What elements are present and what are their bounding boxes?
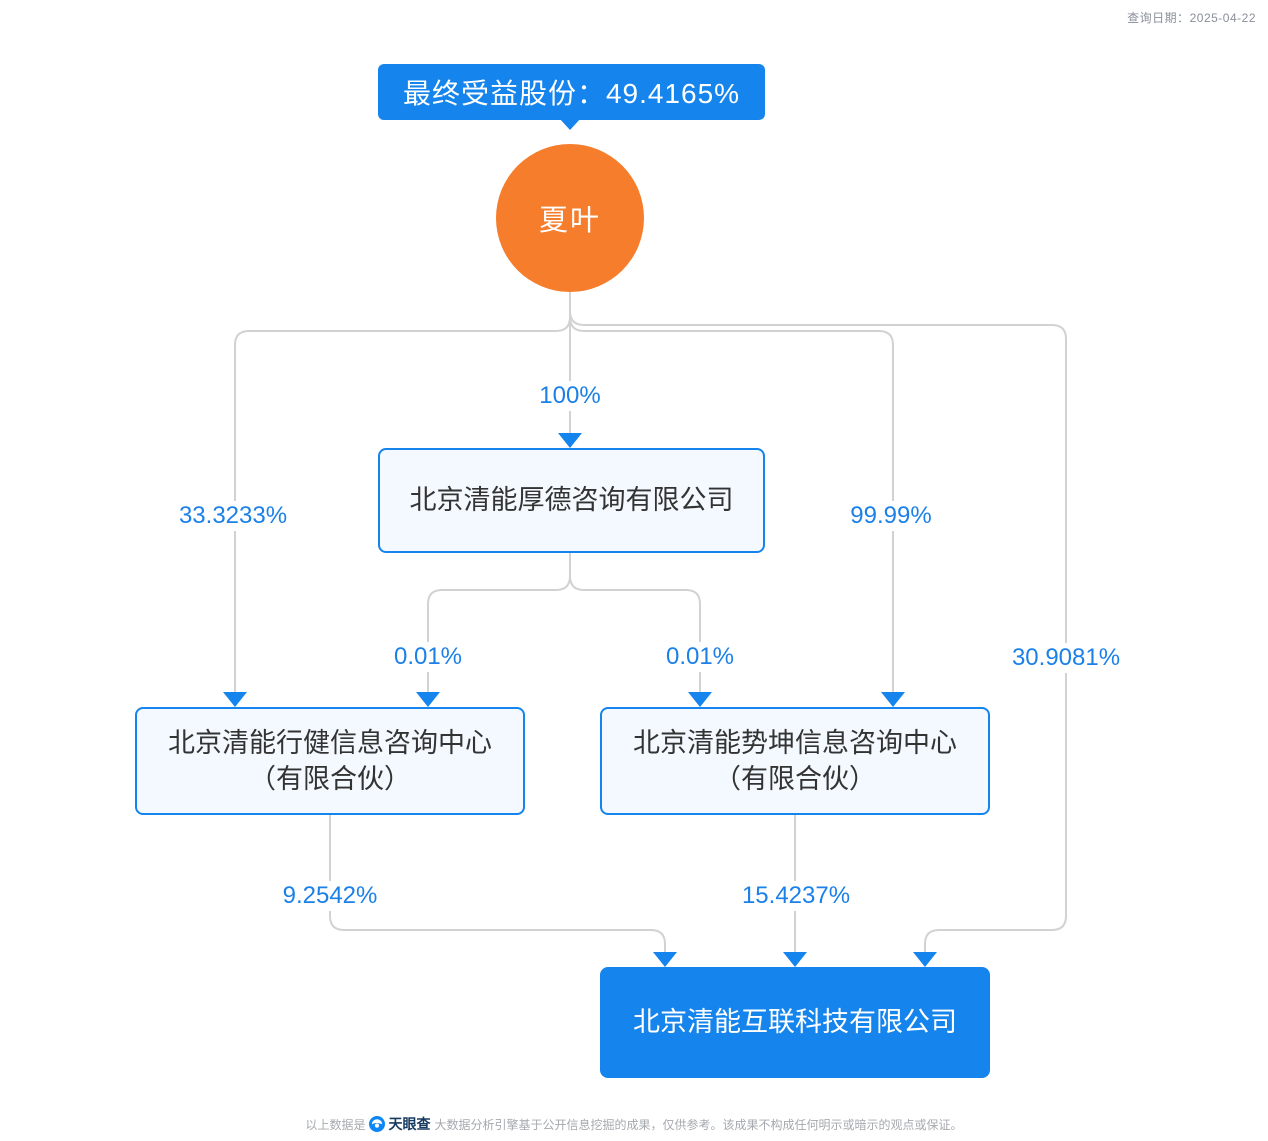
arrowhead-xingjian-1 bbox=[223, 692, 247, 707]
pct-xingjian-to-target: 9.2542% bbox=[277, 881, 383, 911]
node-label-line2: （有限合伙） bbox=[249, 764, 411, 794]
edge-person-to-xingjian bbox=[234, 316, 571, 693]
node-shikun-partnership[interactable]: 北京清能势坤信息咨询中心 （有限合伙） bbox=[600, 707, 990, 815]
edge-person-to-shikun bbox=[569, 316, 894, 693]
query-date: 查询日期：2025-04-22 bbox=[1127, 11, 1256, 25]
pct-person-to-target: 30.9081% bbox=[1006, 643, 1126, 673]
node-target-company[interactable]: 北京清能互联科技有限公司 bbox=[600, 967, 990, 1078]
pct-shikun-to-target: 15.4237% bbox=[736, 881, 856, 911]
tianyancha-logo-icon bbox=[368, 1116, 385, 1132]
arrowhead-houde bbox=[558, 433, 582, 448]
arrowhead-shikun-1 bbox=[688, 692, 712, 707]
final-benefit-share-banner: 最终受益股份：49.4165% bbox=[378, 64, 765, 120]
pct-person-to-xingjian: 33.3233% bbox=[173, 501, 293, 531]
arrowhead-target-2 bbox=[783, 952, 807, 967]
pct-person-to-houde: 100% bbox=[534, 381, 606, 411]
node-label-line2: （有限合伙） bbox=[714, 764, 876, 794]
arrowhead-shikun-2 bbox=[881, 692, 905, 707]
banner-pointer bbox=[559, 118, 581, 130]
edge-person-to-target bbox=[569, 310, 1067, 953]
pct-person-to-shikun: 99.99% bbox=[845, 501, 937, 531]
node-xingjian-partnership[interactable]: 北京清能行健信息咨询中心 （有限合伙） bbox=[135, 707, 525, 815]
footer-prefix: 以上数据是 bbox=[305, 1117, 366, 1132]
disclaimer-footer: 以上数据是 天眼查 大数据分析引擎基于公开信息挖掘的成果，仅供参考。该成果不构成… bbox=[0, 1114, 1268, 1134]
node-person[interactable]: 夏叶 bbox=[496, 144, 644, 292]
node-label: 北京清能厚德咨询有限公司 bbox=[409, 485, 734, 516]
pct-houde-to-xingjian: 0.01% bbox=[388, 642, 468, 672]
edge-houde-to-shikun bbox=[569, 575, 701, 693]
node-houde-company[interactable]: 北京清能厚德咨询有限公司 bbox=[378, 448, 765, 553]
pct-houde-to-shikun: 0.01% bbox=[660, 642, 740, 672]
node-label-line1: 北京清能行健信息咨询中心 bbox=[168, 727, 492, 758]
footer-suffix: 大数据分析引擎基于公开信息挖掘的成果，仅供参考。该成果不构成任何明示或暗示的观点… bbox=[434, 1117, 963, 1132]
node-label-line1: 北京清能势坤信息咨询中心 bbox=[633, 727, 957, 758]
edge-xingjian-to-target bbox=[329, 815, 666, 953]
arrowhead-xingjian-2 bbox=[416, 692, 440, 707]
edge-houde-to-xingjian bbox=[427, 553, 571, 693]
arrowhead-target-1 bbox=[653, 952, 677, 967]
arrowhead-target-3 bbox=[913, 952, 937, 967]
tianyancha-brand: 天眼查 bbox=[388, 1116, 431, 1132]
node-label: 北京清能互联科技有限公司 bbox=[633, 1007, 957, 1038]
